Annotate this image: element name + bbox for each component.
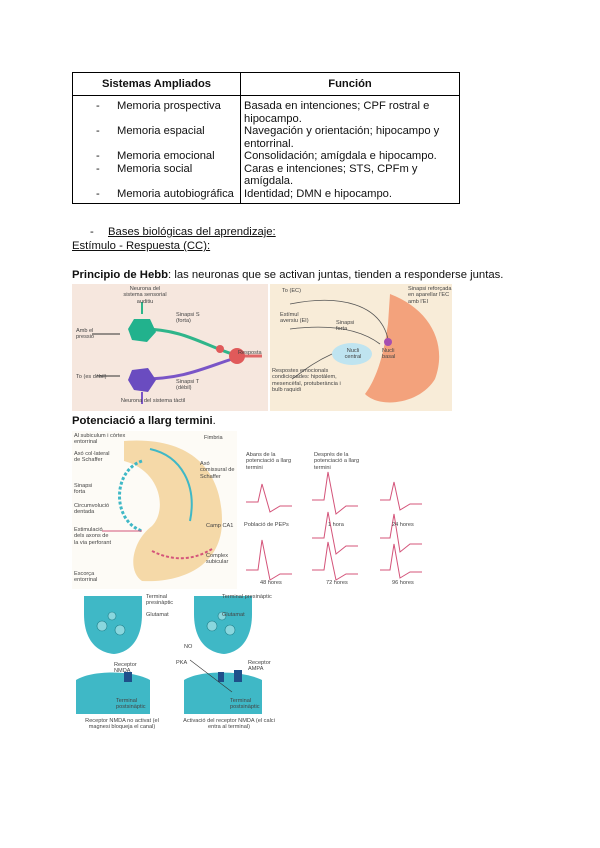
label-schaffer-collateral: Axó col·lateral de Schaffer [74,451,110,464]
caption-nmda-active: Activació del receptor NMDA (el calci en… [183,718,275,731]
label-sound: Amb el pressió [76,328,95,341]
table-row: - Memoria espacial Navegación y orientació… [72,125,460,150]
ltp-heading-period: . [212,415,216,427]
label-time-24h: 24 hores [392,522,414,528]
label-glutamate-right: Glutamat [222,612,245,618]
system-name: Memoria espacial [117,125,205,137]
label-strong-synapse-hippo: Sinapsi forta [74,483,93,496]
system-name: Memoria autobiográfica [117,187,234,200]
system-cell: - Memoria prospectiva [72,95,241,125]
label-time-48h: 48 hores [260,580,282,586]
label-dentate-gyrus: Circumvolució dentada [74,503,110,516]
label-synapse-weak: Sinapsi T (dèbil) [176,379,200,392]
system-name: Memoria emocional [117,150,215,162]
label-perforant-stimulation: Estimulació dels axons de la via perfora… [74,527,112,546]
hebb-text: : las neuronas que se activan juntas, ti… [168,269,504,281]
caption-nmda-inactive: Receptor NMDA no activat (el magnesi blo… [85,718,159,731]
system-cell: - Memoria emocional [72,150,241,163]
hebb-label: Principio de Hebb [72,269,169,281]
column-header-systems: Sistemas Ampliados [72,72,241,96]
label-subiculum: Al subiculum i còrtex entorrinal [74,433,126,446]
ltp-heading-line: Potenciació a llarg termini. [72,415,216,428]
label-tone: To (es dèbil) [76,374,107,380]
hebb-neuron-drawing [92,302,262,404]
label-commissural-axon: Axó comissural de Schaffer [200,461,235,480]
table-row: - Memoria social Caras e intenciones; STS,… [72,162,460,188]
hippocampus-drawing [102,440,222,582]
label-conditioned-responses: Respostes emocionals condicionades: hipo… [272,368,341,393]
label-ampa-receptor: Receptor AMPA [248,660,271,673]
label-presynaptic-right: Terminal presinàptic [222,594,272,600]
function-cell: Basada en intenciones; CPF rostral e hip… [240,95,460,125]
function-cell: Caras e intenciones; STS, CPFm y amígdal… [240,162,460,188]
hippocampus-figure: Al subiculum i còrtex entorrinal Fimbria… [72,431,237,589]
table-row: - Memoria autobiográfica Identidad; DMN e … [72,187,460,204]
label-entorhinal-cortex: Escorça entorrinal [74,571,98,584]
amygdala-drawing [289,294,440,403]
label-ca1: Camp CA1 [206,523,234,529]
label-after-ltp: Després de la potenciació a llarg termin… [314,452,360,471]
column-header-function: Función [240,72,460,96]
function-cell: Navegación y orientación; hipocampo y en… [240,125,460,150]
label-strong-synapse: Sinapsi forta [336,320,355,333]
list-dash: - [96,187,100,200]
label-reinforced-synapse: Sinapsi reforçada en aparellar l'EC amb … [408,286,452,305]
list-dash: - [96,150,100,162]
list-dash: - [96,100,100,112]
table-header-row: Sistemas Ampliados Función [72,72,460,96]
label-pka: PKA [176,660,188,666]
label-time-96h: 96 hores [392,580,414,586]
function-cell: Consolidación; amígdala e hipocampo. [240,150,460,163]
label-postsynaptic-left: Terminal postsinàptic [116,698,146,711]
epsp-figure: Abans de la potenciació a llarg termini … [240,450,436,588]
label-aversive: Estímul aversiu (EI) [280,312,309,325]
subheading-stimulus-response: Estímulo - Respuesta (CC): [72,240,211,252]
label-glutamate-left: Glutamat [146,612,169,618]
label-tone-ec: To (EC) [282,288,301,294]
system-cell: - Memoria autobiográfica [72,187,241,204]
nmda-drawing [76,596,262,714]
label-no: NO [184,644,193,650]
nmda-figure: Terminal presinàptic Glutamat Receptor N… [72,592,278,752]
label-before-ltp: Abans de la potenciació a llarg termini [246,452,292,471]
system-cell: - Memoria social [72,162,241,188]
system-cell: - Memoria espacial [72,125,241,150]
table-row: - Memoria prospectiva Basada en intencione… [72,95,460,125]
system-name: Memoria social [117,162,193,175]
bullet-text: Bases biológicas del aprendizaje: [108,226,276,238]
label-tactile-neuron: Neurona del sistema tàctil [120,398,186,404]
label-basal-nucleus: Nucli basal [382,348,396,361]
label-time-1h: 1 hora [328,522,344,528]
label-postsynaptic-right: Terminal postsinàptic [230,698,260,711]
label-presynaptic-left: Terminal presinàptic [146,594,174,607]
amygdala-figure: To (EC) Estímul aversiu (EI) Sinapsi for… [270,284,452,411]
label-fimbria: Fimbria [204,435,223,441]
hebb-paragraph: Principio de Hebb: las neuronas que se a… [72,269,503,282]
bullet-dash: - [90,226,94,238]
label-time-72h: 72 hores [326,580,348,586]
ltp-heading: Potenciació a llarg termini [72,415,213,427]
label-sensory-neuron: Neurona del sistema sensorial auditiu [123,286,167,305]
hebb-neuron-figure: Neurona del sistema sensorial auditiu Am… [72,284,268,411]
label-synapse-strong: Sinapsi S (forta) [176,312,200,325]
label-subicular-complex: Complex subicular [206,553,229,566]
system-name: Memoria prospectiva [117,100,221,112]
list-dash: - [96,162,100,175]
table-row: - Memoria emocional Consolidación; amígdal… [72,150,460,163]
label-central-nucleus: Nucli central [344,348,362,361]
label-nmda-receptor: Receptor NMDA [114,662,137,675]
bullet-item: - Bases biológicas del aprendizaje: [72,226,276,239]
label-epsp-population: Població de PEPs [244,522,289,528]
list-dash: - [96,125,100,137]
systems-table: Sistemas Ampliados Función - Memoria pros… [72,72,460,204]
epsp-drawing [246,471,422,581]
function-cell: Identidad; DMN e hipocampo. [240,187,460,204]
label-response: Resposta [238,350,262,356]
